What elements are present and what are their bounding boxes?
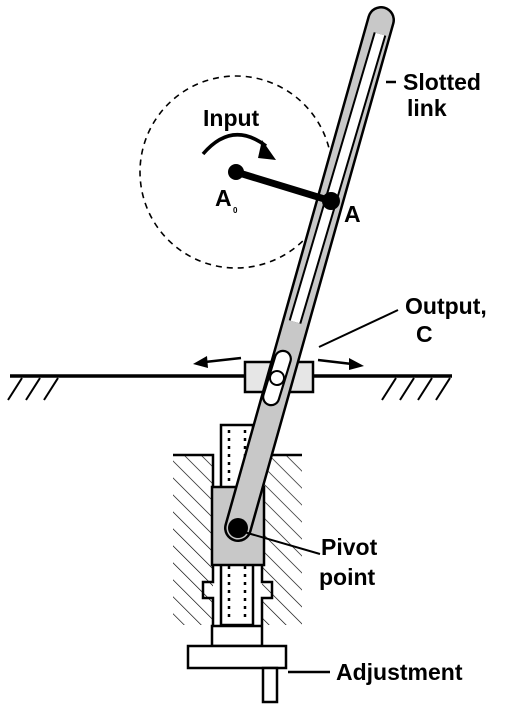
adjustment-label: Adjustment — [336, 659, 463, 685]
link-slot — [290, 32, 385, 324]
ground-hatch-left — [7, 377, 59, 401]
slider-pin-slot — [262, 349, 292, 407]
crank-arm — [232, 168, 335, 205]
crank-pin-a — [322, 192, 340, 210]
pivot-label-line1: Pivot — [321, 534, 378, 560]
pivot-pin — [228, 518, 248, 538]
housing-left-wall — [173, 455, 213, 625]
output-leader — [318, 309, 399, 348]
pivot-leader — [243, 531, 321, 555]
slotted-link-label-line2: link — [407, 95, 447, 121]
ground-hatch-right — [381, 377, 451, 401]
housing-right-wall — [262, 455, 302, 625]
ground — [7, 374, 452, 401]
a0-label: A — [215, 185, 232, 211]
adjustment-base — [186, 624, 288, 704]
a-label: A — [344, 201, 361, 227]
a0-subscript: 0 — [233, 206, 238, 215]
adjustment-shaft — [261, 666, 279, 704]
input-rotation-arrow — [201, 132, 276, 160]
housing — [173, 453, 302, 625]
output-label-line2: C — [416, 321, 433, 347]
slotted-link — [224, 6, 395, 542]
slotted-link-label-line1: Slotted — [403, 69, 481, 95]
output-label-line1: Output, — [405, 293, 487, 319]
output-direction-arrows — [193, 356, 364, 370]
pivot-label-line2: point — [319, 564, 376, 590]
input-label: Input — [203, 105, 260, 131]
crank-pivot-a0 — [228, 164, 244, 180]
